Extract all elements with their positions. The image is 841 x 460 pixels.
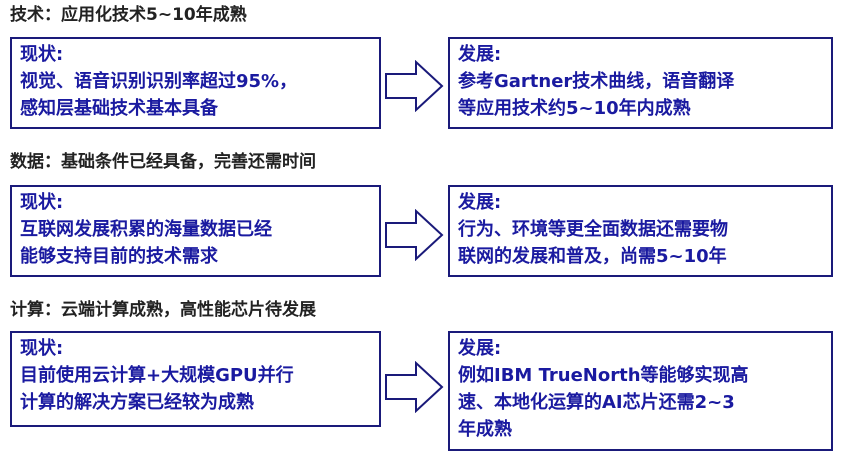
compute-future-line-3: 年成熟: [458, 419, 512, 440]
data-future-line-2: 联网的发展和普及，尚需5~10年: [458, 246, 727, 267]
data-current-box: 现状: 互联网发展积累的海量数据已经 能够支持目前的技术需求: [10, 185, 381, 277]
data-future-box: 发展: 行为、环境等更全面数据还需要物 联网的发展和普及，尚需5~10年: [448, 185, 833, 277]
compute-future-line-1: 例如IBM TrueNorth等能够实现高: [458, 365, 749, 386]
tech-current-line-2: 感知层基础技术基本具备: [20, 98, 218, 119]
compute-future-label: 发展:: [458, 338, 502, 359]
compute-current-line-2: 计算的解决方案已经较为成熟: [20, 392, 254, 413]
tech-future-line-2: 等应用技术约5~10年内成熟: [458, 98, 691, 119]
right-arrow-icon: [385, 209, 444, 261]
data-current-line-1: 互联网发展积累的海量数据已经: [20, 219, 272, 240]
tech-future-box: 发展: 参考Gartner技术曲线，语音翻译 等应用技术约5~10年内成熟: [448, 37, 833, 129]
right-arrow-icon: [385, 60, 444, 112]
data-future-label: 发展:: [458, 192, 502, 213]
data-current-line-2: 能够支持目前的技术需求: [20, 246, 218, 267]
tech-current-label: 现状:: [20, 44, 64, 65]
tech-future-label: 发展:: [458, 44, 502, 65]
tech-future-line-1: 参考Gartner技术曲线，语音翻译: [458, 71, 735, 92]
compute-future-line-2: 速、本地化运算的AI芯片还需2~3: [458, 392, 735, 413]
tech-current-line-1: 视觉、语音识别识别率超过95%，: [20, 71, 298, 92]
data-current-label: 现状:: [20, 192, 64, 213]
section-heading-tech: 技术：应用化技术5~10年成熟: [10, 5, 247, 25]
compute-current-label: 现状:: [20, 338, 64, 359]
compute-current-box: 现状: 目前使用云计算+大规模GPU并行 计算的解决方案已经较为成熟: [10, 331, 381, 427]
section-heading-compute: 计算：云端计算成熟，高性能芯片待发展: [10, 300, 316, 320]
tech-current-box: 现状: 视觉、语音识别识别率超过95%， 感知层基础技术基本具备: [10, 37, 381, 129]
right-arrow-icon: [385, 361, 444, 413]
section-heading-data: 数据：基础条件已经具备，完善还需时间: [10, 152, 316, 172]
data-future-line-1: 行为、环境等更全面数据还需要物: [458, 219, 728, 240]
compute-future-box: 发展: 例如IBM TrueNorth等能够实现高 速、本地化运算的AI芯片还需…: [448, 331, 833, 451]
compute-current-line-1: 目前使用云计算+大规模GPU并行: [20, 365, 294, 386]
